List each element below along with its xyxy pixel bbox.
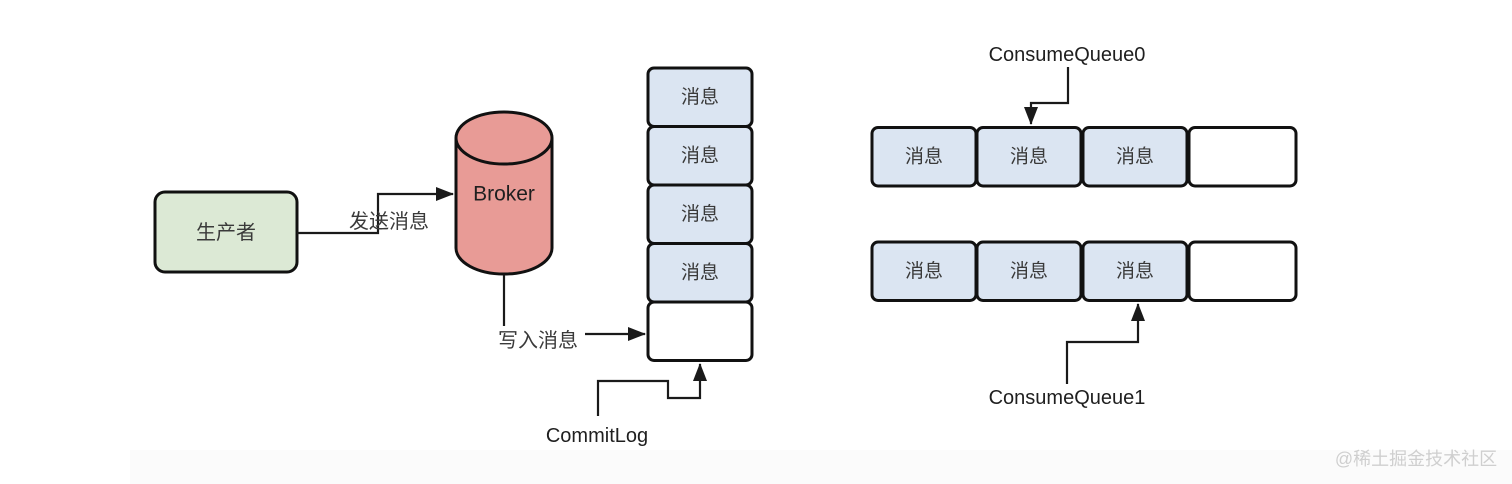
producer-node: 生产者: [153, 190, 299, 274]
watermark-text: @稀土掘金技术社区: [1335, 449, 1497, 469]
commitlog-cell-label: 消息: [681, 261, 719, 283]
queue0-cell: [975, 126, 1083, 188]
queue1-cell-label: 消息: [1116, 260, 1154, 282]
broker-cylinder-body: [454, 138, 554, 276]
queue0-cell-label: 消息: [905, 145, 943, 167]
queue1-cell: [975, 240, 1083, 302]
commitlog-empty-cell: [646, 300, 754, 362]
broker-label: Broker: [473, 183, 535, 206]
queue0-cell-label: 消息: [1010, 145, 1048, 167]
queue1-empty-cell: [1187, 240, 1298, 302]
queue1-cell-label: 消息: [1010, 260, 1048, 282]
consume-queue0-label: ConsumeQueue0: [989, 44, 1146, 66]
broker-cylinder-top: [454, 110, 554, 166]
send-message-label: 发送消息: [349, 210, 429, 233]
commitlog-callout-arrow: [596, 363, 707, 416]
commitlog-cell-label: 消息: [681, 203, 719, 225]
producer-label: 生产者: [196, 221, 256, 244]
commitlog-cell-label: 消息: [681, 86, 719, 108]
consume-queue0-row: 消息 消息 消息: [870, 126, 1298, 188]
commitlog-label: CommitLog: [546, 425, 648, 447]
write-message-label: 写入消息: [498, 329, 578, 352]
consume-queue1-callout-arrow: [1065, 303, 1145, 384]
broker-node: Broker: [454, 110, 554, 276]
consume-queue1-label: ConsumeQueue1: [989, 387, 1146, 409]
send-message-arrow: [297, 187, 454, 235]
commitlog-stack: 消息 消息 消息 消息: [646, 66, 754, 362]
bottom-shade-band: [130, 450, 1512, 484]
queue0-empty-cell: [1187, 126, 1298, 188]
queue0-cell: [1081, 126, 1189, 188]
queue1-cell-label: 消息: [905, 260, 943, 282]
consume-queue0-callout-arrow: [1024, 67, 1070, 125]
consume-queue1-row: 消息 消息 消息: [870, 240, 1298, 302]
queue1-cell: [1081, 240, 1189, 302]
commitlog-cell-label: 消息: [681, 144, 719, 166]
queue0-cell-label: 消息: [1116, 145, 1154, 167]
